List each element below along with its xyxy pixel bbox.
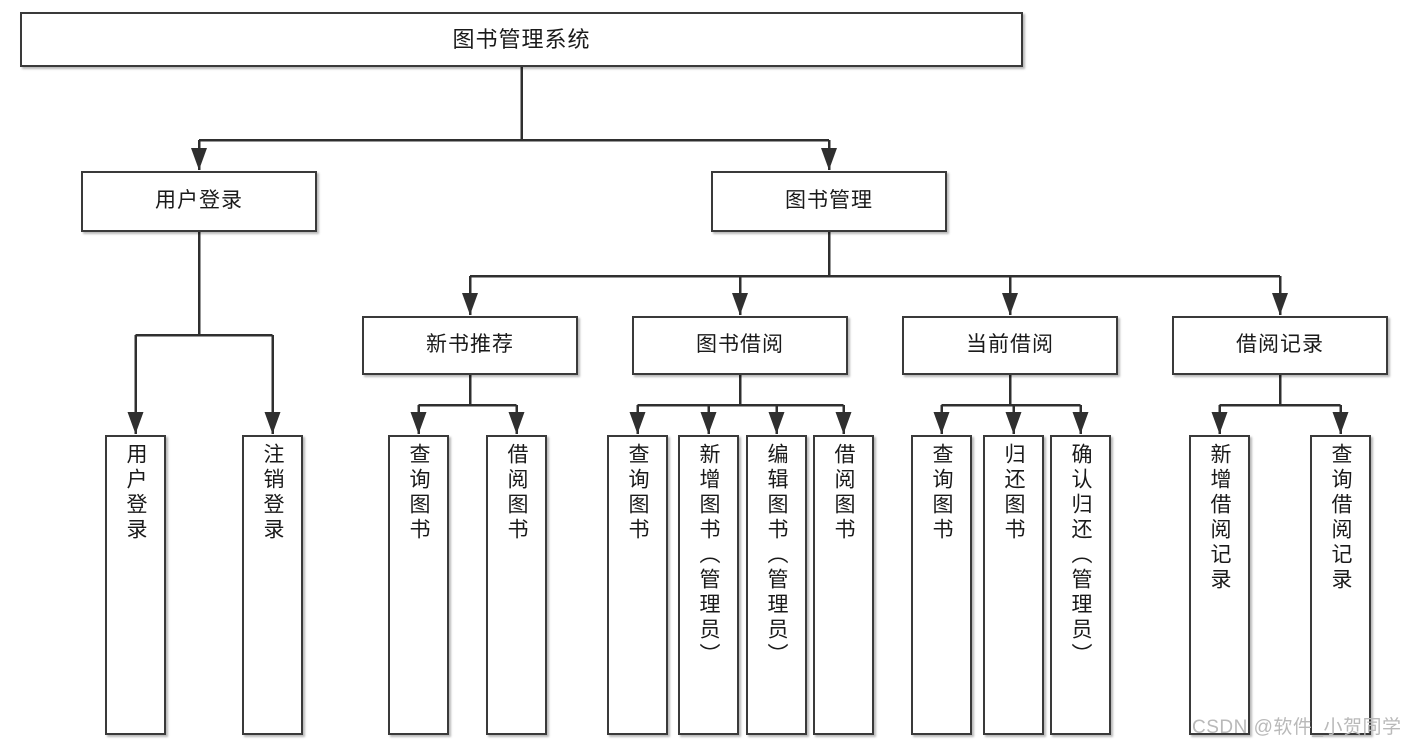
node-leaf-rec-query[interactable]: 查询图书: [388, 435, 449, 735]
node-label: 确认归还（管理员）: [1069, 443, 1092, 668]
node-leaf-br-query[interactable]: 查询借阅记录: [1310, 435, 1371, 735]
node-label: 借阅记录: [1236, 333, 1324, 357]
node-leaf-bb-query[interactable]: 查询图书: [607, 435, 668, 735]
node-leaf-br-add[interactable]: 新增借阅记录: [1189, 435, 1250, 735]
node-l2-user-login[interactable]: 用户登录: [81, 171, 317, 232]
node-label: 新增图书（管理员）: [697, 443, 720, 668]
node-leaf-cb-query[interactable]: 查询图书: [911, 435, 972, 735]
node-leaf-bb-edit[interactable]: 编辑图书（管理员）: [746, 435, 807, 735]
node-leaf-cb-confirm[interactable]: 确认归还（管理员）: [1050, 435, 1111, 735]
node-leaf-user-login[interactable]: 用户登录: [105, 435, 166, 735]
node-label: 归还图书: [1002, 443, 1025, 543]
node-label: 查询图书: [930, 443, 953, 543]
node-label: 用户登录: [155, 189, 243, 213]
node-l3-book-borrow[interactable]: 图书借阅: [632, 316, 848, 375]
node-l3-current-borrow[interactable]: 当前借阅: [902, 316, 1118, 375]
node-label: 注销登录: [261, 443, 284, 543]
node-label: 图书管理: [785, 189, 873, 213]
node-label: 查询图书: [626, 443, 649, 543]
node-leaf-bb-borrow[interactable]: 借阅图书: [813, 435, 874, 735]
node-l3-borrow-record[interactable]: 借阅记录: [1172, 316, 1388, 375]
node-label: 新书推荐: [426, 333, 514, 357]
node-l3-new-book-rec[interactable]: 新书推荐: [362, 316, 578, 375]
node-label: 查询借阅记录: [1329, 443, 1352, 593]
node-leaf-bb-add[interactable]: 新增图书（管理员）: [678, 435, 739, 735]
node-root[interactable]: 图书管理系统: [20, 12, 1023, 67]
node-leaf-user-logout[interactable]: 注销登录: [242, 435, 303, 735]
node-label: 编辑图书（管理员）: [765, 443, 788, 668]
node-label: 查询图书: [407, 443, 430, 543]
node-label: 用户登录: [124, 443, 147, 543]
node-leaf-cb-return[interactable]: 归还图书: [983, 435, 1044, 735]
node-label: 图书管理系统: [452, 26, 591, 52]
node-leaf-rec-borrow[interactable]: 借阅图书: [486, 435, 547, 735]
node-label: 当前借阅: [966, 333, 1054, 357]
node-label: 图书借阅: [696, 333, 784, 357]
node-label: 借阅图书: [832, 443, 855, 543]
node-l2-book-mgmt[interactable]: 图书管理: [711, 171, 947, 232]
node-label: 借阅图书: [505, 443, 528, 543]
node-label: 新增借阅记录: [1208, 443, 1231, 593]
